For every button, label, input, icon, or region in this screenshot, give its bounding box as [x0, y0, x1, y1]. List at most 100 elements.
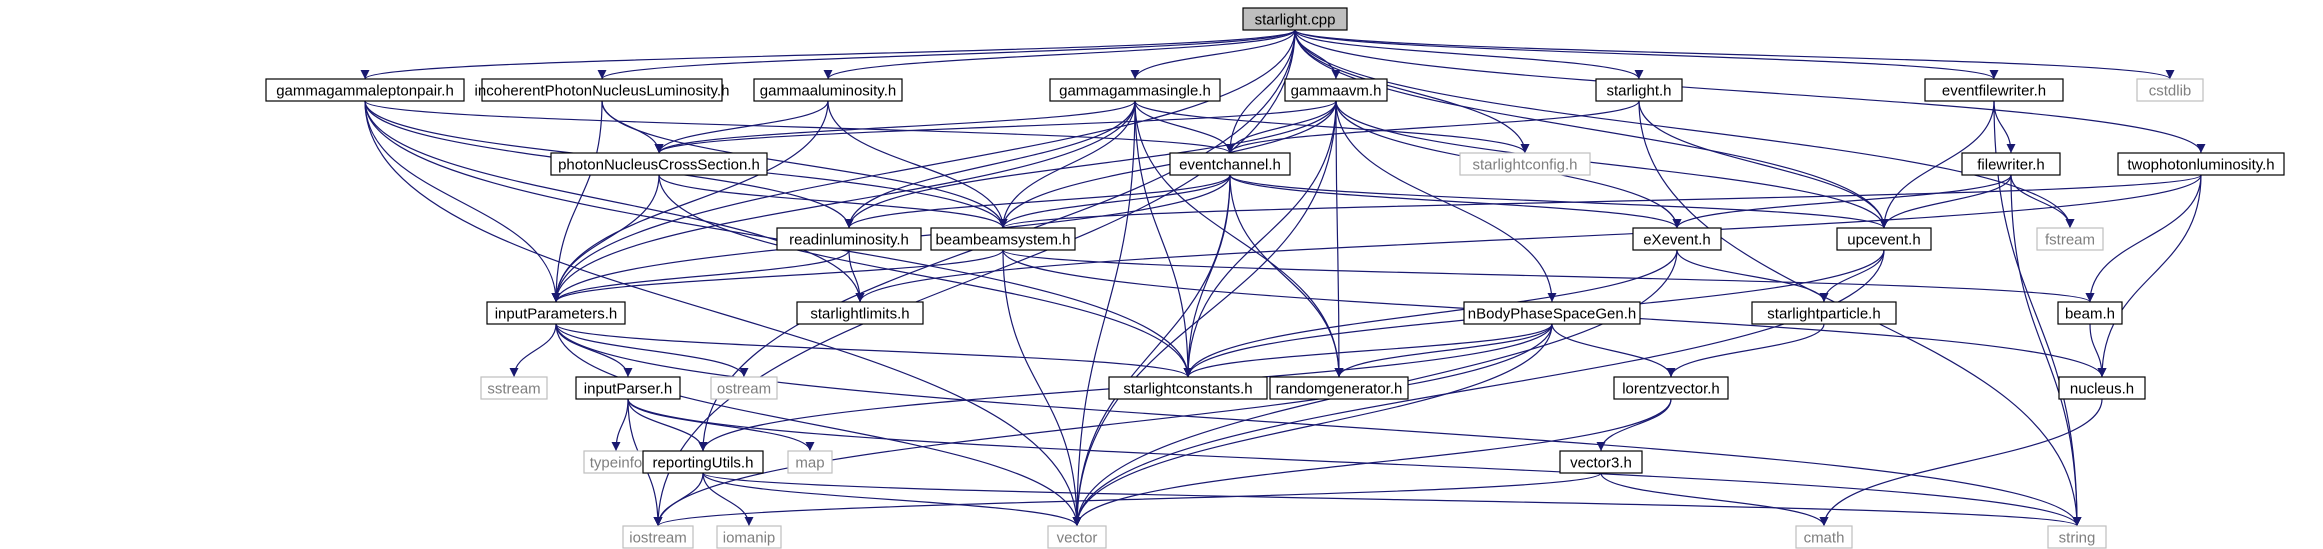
- node-box: [1595, 78, 1683, 102]
- node-label: eXevent.h: [1643, 232, 1711, 249]
- node-iostream: iostream: [622, 525, 694, 549]
- node-label: beam.h: [2065, 306, 2115, 323]
- node-vector3_h[interactable]: vector3.h: [1559, 450, 1643, 474]
- node-label: ostream: [717, 381, 771, 398]
- edge-gammagammaleptonpair_h-to-vector: [364, 100, 1082, 527]
- edge-nucleus_h-to-cmath: [1819, 398, 2103, 527]
- edge-starlight_cpp-to-iostream: [653, 29, 1296, 527]
- node-randomgenerator_h[interactable]: randomgenerator.h: [1269, 376, 1409, 400]
- node-eXevent_h[interactable]: eXevent.h: [1632, 227, 1722, 251]
- node-label: starlight.cpp: [1255, 12, 1336, 29]
- edge-twophotonluminosity_h-to-starlightlimits_h: [855, 174, 2202, 303]
- edge-eventfilewriter_h-to-string: [1993, 100, 2082, 527]
- node-photonNucleusCrossSection_h[interactable]: photonNucleusCrossSection.h: [550, 152, 768, 176]
- node-box: [1961, 152, 2061, 176]
- node-nBodyPhaseSpaceGen_h[interactable]: nBodyPhaseSpaceGen.h: [1463, 301, 1641, 325]
- node-box: [2036, 227, 2104, 251]
- node-gammaaluminosity_h[interactable]: gammaaluminosity.h: [753, 78, 903, 102]
- node-gammagammasingle_h[interactable]: gammagammasingle.h: [1049, 78, 1221, 102]
- node-starlightparticle_h[interactable]: starlightparticle.h: [1751, 301, 1897, 325]
- node-upcevent_h[interactable]: upcevent.h: [1836, 227, 1932, 251]
- edge-beambeamsystem_h-to-beam_h: [1002, 249, 2095, 303]
- node-gammagammaleptonpair_h[interactable]: gammagammaleptonpair.h: [265, 78, 465, 102]
- edge-inputParameters_h-to-starlightconstants_h: [555, 323, 1193, 378]
- edge-starlight_cpp-to-gammaaluminosity_h: [823, 29, 1296, 80]
- edge-starlight_h-to-eventchannel_h: [1225, 100, 1640, 154]
- node-label: reportingUtils.h: [653, 455, 754, 472]
- edge-beambeamsystem_h-to-inputParameters_h: [551, 249, 1004, 303]
- node-box: [1169, 152, 1291, 176]
- node-box: [1284, 78, 1388, 102]
- node-twophotonluminosity_h[interactable]: twophotonluminosity.h: [2117, 152, 2285, 176]
- node-starlight_cpp[interactable]: starlight.cpp: [1242, 7, 1348, 31]
- node-box: [265, 78, 465, 102]
- node-eventchannel_h[interactable]: eventchannel.h: [1169, 152, 1291, 176]
- edge-inputParser_h-to-map: [627, 398, 815, 452]
- node-label: readinluminosity.h: [789, 232, 909, 249]
- edge-eXevent_h-to-starlightconstants_h: [1183, 249, 1678, 378]
- node-starlightconfig_h: starlightconfig.h: [1459, 152, 1591, 176]
- edge-gammagammaleptonpair_h-to-eventchannel_h: [364, 100, 1235, 154]
- node-starlightconstants_h[interactable]: starlightconstants.h: [1108, 376, 1268, 400]
- edge-nBodyPhaseSpaceGen_h-to-lorentzvector_h: [1551, 323, 1676, 378]
- node-filewriter_h[interactable]: filewriter.h: [1961, 152, 2061, 176]
- edge-reportingUtils_h-to-vector: [702, 472, 1082, 527]
- edge-nBodyPhaseSpaceGen_h-to-vector: [1072, 323, 1553, 527]
- node-map: map: [787, 450, 833, 474]
- node-eventfilewriter_h[interactable]: eventfilewriter.h: [1924, 78, 2064, 102]
- node-label: iostream: [629, 530, 687, 547]
- node-lorentzvector_h[interactable]: lorentzvector.h: [1613, 376, 1729, 400]
- node-label: inputParameters.h: [495, 306, 618, 323]
- node-beambeamsystem_h[interactable]: beambeamsystem.h: [930, 227, 1076, 251]
- edge-eventchannel_h-to-starlightconstants_h: [1183, 174, 1231, 378]
- node-gammaavm_h[interactable]: gammaavm.h: [1284, 78, 1388, 102]
- edge-readinluminosity_h-to-starlightlimits_h: [848, 249, 865, 303]
- edge-photonNucleusCrossSection_h-to-inputParameters_h: [551, 174, 660, 303]
- node-incoherentPhotonNucleusLuminosity_h[interactable]: incoherentPhotonNucleusLuminosity.h: [475, 78, 730, 102]
- edge-starlight_cpp-to-twophotonluminosity_h: [1294, 29, 2206, 154]
- node-inputParameters_h[interactable]: inputParameters.h: [486, 301, 626, 325]
- node-starlight_h[interactable]: starlight.h: [1595, 78, 1683, 102]
- node-box: [642, 450, 764, 474]
- edge-eXevent_h-to-starlightparticle_h: [1676, 249, 1829, 303]
- node-label: sstream: [487, 381, 540, 398]
- node-box: [1242, 7, 1348, 31]
- edge-nBodyPhaseSpaceGen_h-to-randomgenerator_h: [1334, 323, 1553, 378]
- edge-eventchannel_h-to-vector: [1072, 174, 1231, 527]
- node-reportingUtils_h[interactable]: reportingUtils.h: [642, 450, 764, 474]
- node-label: twophotonluminosity.h: [2127, 157, 2274, 174]
- node-sstream: sstream: [480, 376, 548, 400]
- edge-gammaaluminosity_h-to-beambeamsystem_h: [827, 100, 1008, 229]
- node-inputParser_h[interactable]: inputParser.h: [575, 376, 681, 400]
- node-label: eventchannel.h: [1179, 157, 1281, 174]
- node-box: [1108, 376, 1268, 400]
- node-nucleus_h[interactable]: nucleus.h: [2058, 376, 2146, 400]
- node-box: [710, 376, 778, 400]
- edge-filewriter_h-to-eXevent_h: [1672, 174, 2012, 229]
- node-label: eventfilewriter.h: [1942, 83, 2046, 100]
- edge-gammagammasingle_h-to-beambeamsystem_h: [998, 100, 1136, 229]
- node-label: randomgenerator.h: [1276, 381, 1403, 398]
- node-label: gammagammasingle.h: [1059, 83, 1211, 100]
- node-box: [622, 525, 694, 549]
- edge-gammaaluminosity_h-to-inputParameters_h: [551, 100, 829, 303]
- edge-starlightparticle_h-to-lorentzvector_h: [1666, 323, 1825, 378]
- node-box: [486, 301, 626, 325]
- edge-filewriter_h-to-fstream: [2010, 174, 2075, 229]
- edge-starlight_cpp-to-upcevent_h: [1294, 29, 1889, 229]
- node-iomanip: iomanip: [716, 525, 782, 549]
- edge-gammaavm_h-to-vector: [1072, 100, 1337, 527]
- node-box: [930, 227, 1076, 251]
- node-readinluminosity_h[interactable]: readinluminosity.h: [776, 227, 922, 251]
- node-box: [1047, 525, 1107, 549]
- node-starlightlimits_h[interactable]: starlightlimits.h: [796, 301, 924, 325]
- node-ostream: ostream: [710, 376, 778, 400]
- node-typeinfo: typeinfo: [583, 450, 649, 474]
- node-label: lorentzvector.h: [1622, 381, 1720, 398]
- node-beam_h[interactable]: beam.h: [2057, 301, 2123, 325]
- edge-gammaavm_h-to-photonNucleusCrossSection_h: [654, 100, 1337, 154]
- node-label: upcevent.h: [1847, 232, 1920, 249]
- node-label: fstream: [2045, 232, 2095, 249]
- node-label: starlightparticle.h: [1767, 306, 1880, 323]
- edge-beam_h-to-nucleus_h: [2089, 323, 2107, 378]
